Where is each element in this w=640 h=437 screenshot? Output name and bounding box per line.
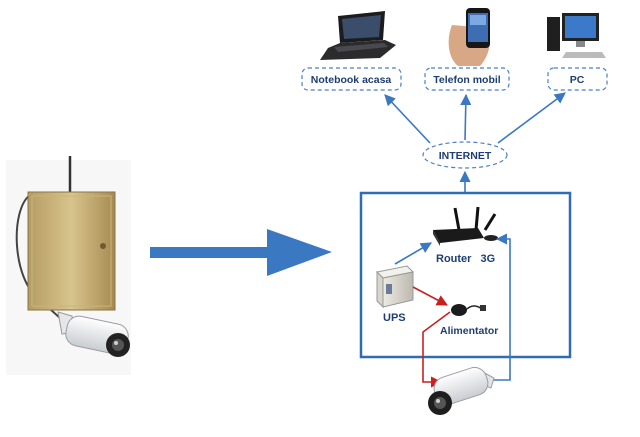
ups-label: UPS <box>383 312 406 324</box>
router-label-suffix: 3G <box>481 253 496 265</box>
ups-to-router-arrow <box>394 242 432 265</box>
label-box-notebook <box>301 67 402 91</box>
internet-label: INTERNET <box>439 150 492 162</box>
bullet-camera-bottom <box>428 366 495 415</box>
supply-to-camera-power-line <box>422 311 451 388</box>
notebook-image <box>320 11 396 60</box>
router-3g-image <box>433 206 498 246</box>
power-supply-label: Alimentator <box>440 325 498 337</box>
label-phone: Telefon mobil <box>433 74 501 86</box>
power-supply-image <box>451 304 486 316</box>
metal-enclosure <box>27 191 116 311</box>
label-notebook: Notebook acasa <box>311 74 392 86</box>
enclosure-box-with-camera <box>6 156 131 375</box>
mobile-phone-image <box>448 8 490 66</box>
label-pc: PC <box>570 74 585 86</box>
camera-to-router-data-line <box>492 233 511 381</box>
label-box-pc <box>547 67 608 91</box>
ups-image <box>375 265 415 309</box>
big-right-arrow <box>150 229 332 276</box>
label-box-phone <box>424 67 510 91</box>
ups-to-supply-arrow <box>412 286 448 306</box>
pc-image <box>547 13 606 58</box>
router-label: Router 3G <box>436 253 495 265</box>
bullet-camera-left <box>57 311 130 357</box>
router-label-prefix: Router <box>436 253 472 265</box>
internet-to-devices-arrows <box>384 92 566 144</box>
internet-cloud <box>422 141 508 169</box>
